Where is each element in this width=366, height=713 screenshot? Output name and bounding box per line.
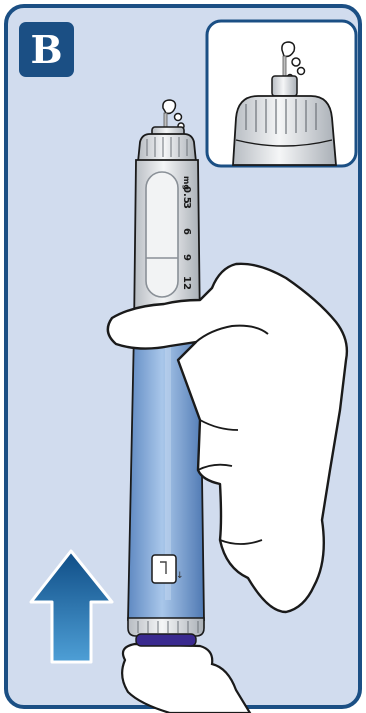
dose-mark-4: 12 <box>181 276 192 290</box>
dose-mark-2: 6 <box>181 228 192 235</box>
cartridge-window <box>146 172 178 297</box>
dose-mark-1: 3 <box>181 202 192 209</box>
step-letter: B <box>30 31 62 69</box>
step-badge: B <box>19 22 74 77</box>
svg-text:↓: ↓ <box>176 571 184 581</box>
inset-zoom-box <box>207 21 356 166</box>
dose-mark-3: 9 <box>181 254 192 261</box>
dose-button <box>136 634 196 646</box>
dose-display-window <box>152 555 176 583</box>
